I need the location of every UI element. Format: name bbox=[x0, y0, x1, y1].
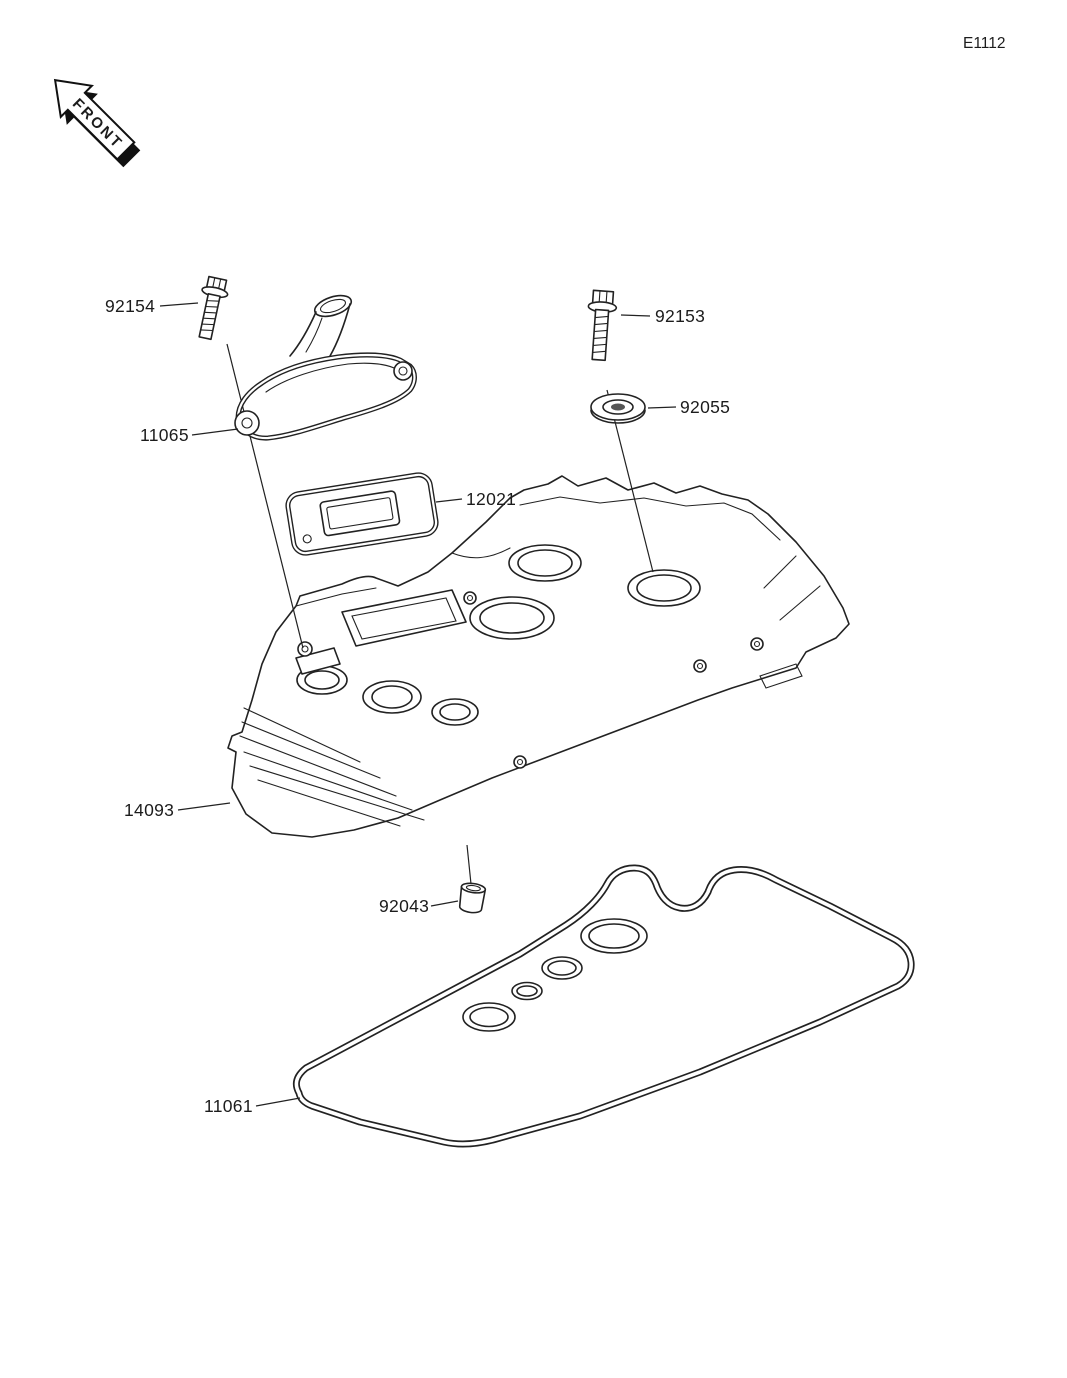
collar-92043-drawing bbox=[458, 882, 487, 914]
gasket-11061-drawing bbox=[292, 864, 915, 1148]
front-label: FRONT bbox=[69, 95, 126, 152]
part-label-12021: 12021 bbox=[466, 489, 516, 509]
assembly-line-92154 bbox=[226, 343, 304, 649]
part-label-92153: 92153 bbox=[655, 306, 705, 326]
page-code: E1112 bbox=[963, 35, 1006, 52]
valve-plate-12021-drawing bbox=[285, 472, 439, 556]
leader-lines bbox=[159, 302, 677, 1107]
bolt-92154-drawing bbox=[198, 275, 229, 341]
part-label-92043: 92043 bbox=[379, 896, 429, 916]
breather-cover-11065-drawing bbox=[234, 294, 417, 441]
head-cover-14093-drawing bbox=[227, 475, 850, 838]
part-label-92055: 92055 bbox=[680, 397, 730, 417]
assembly-line-92043 bbox=[466, 844, 472, 885]
part-label-92154: 92154 bbox=[105, 296, 155, 316]
grommet-92055-drawing bbox=[590, 393, 646, 424]
bolt-92153-drawing bbox=[587, 289, 618, 362]
part-label-14093: 14093 bbox=[124, 800, 174, 820]
front-arrow-icon: FRONT bbox=[53, 78, 141, 168]
part-label-11065: 11065 bbox=[140, 425, 189, 445]
part-label-11061: 11061 bbox=[204, 1096, 253, 1116]
